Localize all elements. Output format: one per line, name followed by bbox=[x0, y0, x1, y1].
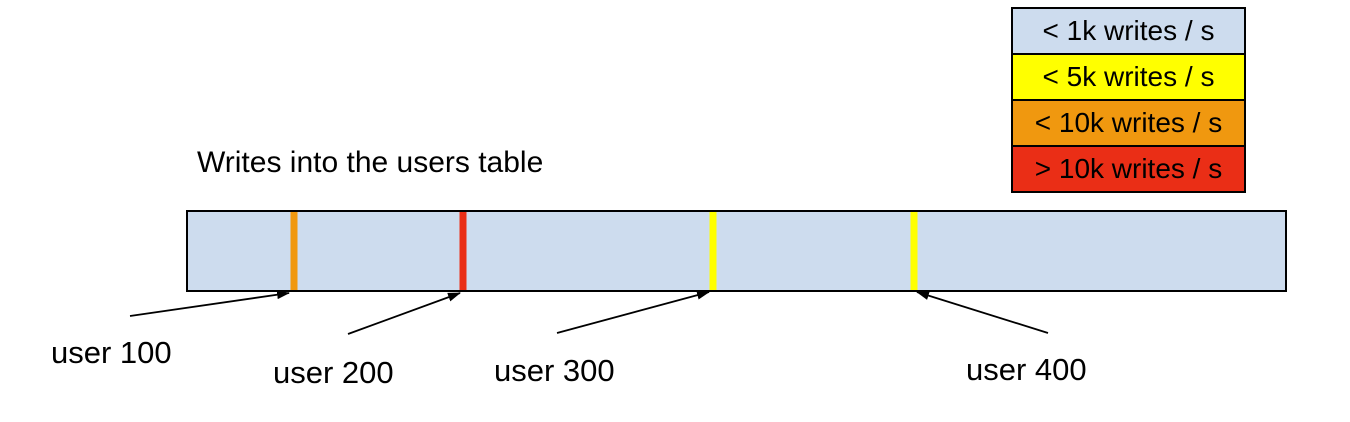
arrow-user-400 bbox=[916, 291, 1049, 334]
user-200-label: user 200 bbox=[273, 355, 394, 390]
write-stripe-user-100 bbox=[290, 212, 298, 290]
arrow-user-100 bbox=[129, 290, 290, 317]
write-stripe-user-400 bbox=[910, 212, 918, 290]
user-400-label: user 400 bbox=[966, 352, 1087, 387]
legend: < 1k writes / s < 5k writes / s < 10k wr… bbox=[1011, 7, 1246, 193]
legend-item-lt-1k: < 1k writes / s bbox=[1011, 7, 1246, 55]
legend-item-lt-10k: < 10k writes / s bbox=[1011, 99, 1246, 147]
write-stripe-user-300 bbox=[709, 212, 717, 290]
legend-item-gt-10k: > 10k writes / s bbox=[1011, 145, 1246, 193]
arrow-user-300 bbox=[556, 290, 710, 334]
user-300-label: user 300 bbox=[494, 353, 615, 388]
write-stripe-user-200 bbox=[459, 212, 467, 290]
users-table-bar bbox=[186, 210, 1287, 292]
user-100-label: user 100 bbox=[51, 335, 172, 370]
arrow-user-200 bbox=[347, 292, 461, 335]
legend-item-lt-5k: < 5k writes / s bbox=[1011, 53, 1246, 101]
diagram-title: Writes into the users table bbox=[197, 146, 544, 179]
